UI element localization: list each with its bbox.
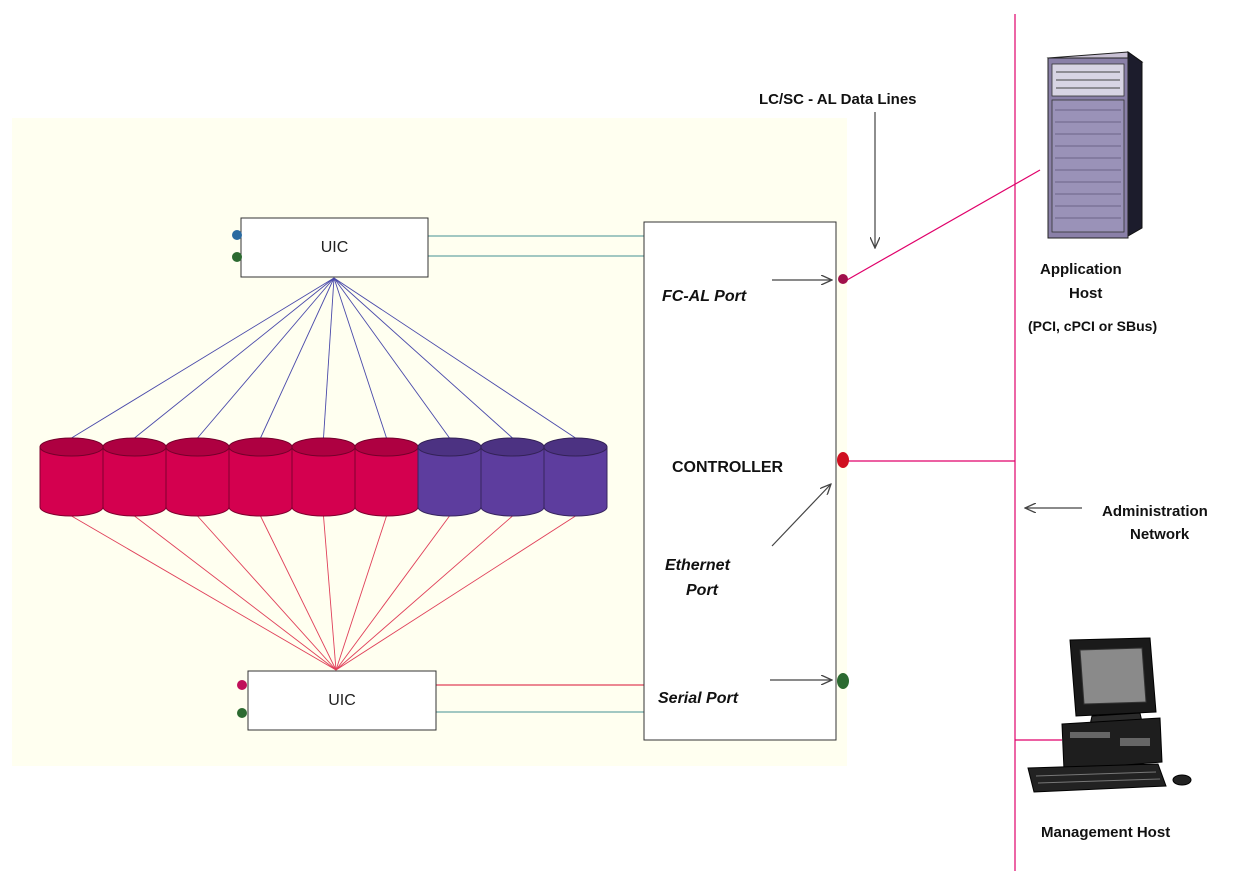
ethernet-arrow — [771, 484, 831, 547]
workstation-icon — [1027, 637, 1192, 793]
uic-top-label: UIC — [320, 239, 349, 256]
controller-label: CONTROLLER — [672, 459, 784, 476]
uic-bottom-port-pink — [237, 680, 247, 690]
bottom-fanout-line — [71, 515, 337, 671]
bottom-fanout-line — [323, 515, 337, 671]
bottom-fanout-line — [260, 515, 337, 671]
disk-array — [39, 437, 608, 517]
disk-drive — [165, 437, 230, 517]
bottom-fanout-lines — [71, 515, 576, 671]
uic-bottom-box — [247, 670, 437, 731]
top-fanout-line — [323, 277, 335, 439]
disk-drive — [480, 437, 545, 517]
top-fanout-line — [197, 277, 335, 439]
serial-port-label: Serial Port — [658, 690, 739, 707]
server-tower-icon — [1046, 51, 1144, 239]
bottom-fanout-line — [335, 515, 450, 671]
controller-box — [643, 221, 837, 741]
bottom-fanout-line — [335, 515, 576, 671]
top-fanout-line — [333, 277, 387, 439]
disk-drive — [354, 437, 419, 517]
uic-bottom-label: UIC — [328, 692, 356, 709]
uic-bottom-port-green — [237, 708, 247, 718]
bottom-fanout-line — [134, 515, 337, 671]
disk-drive — [543, 437, 608, 517]
app-host-bus-label: (PCI, cPCI or SBus) — [1028, 318, 1158, 334]
top-fanout-line — [134, 277, 335, 439]
bottom-fanout-line — [197, 515, 337, 671]
disk-drive — [39, 437, 104, 517]
ethernet-port-label-line1: Ethernet — [665, 557, 730, 574]
bottom-fanout-line — [335, 515, 387, 671]
uic-top-box — [240, 217, 429, 278]
admin-network-label-line1: Administration — [1102, 503, 1208, 520]
uic-top-port-green — [232, 252, 242, 262]
app-host-label-line1: Application — [1040, 261, 1122, 278]
top-fanout-line — [333, 277, 513, 439]
app-host-link — [846, 169, 1041, 281]
disk-drive — [228, 437, 293, 517]
fc-al-port-dot — [838, 274, 848, 284]
app-host-label-line2: Host — [1069, 285, 1103, 302]
bottom-fanout-line — [335, 515, 513, 671]
disk-drive — [417, 437, 482, 517]
top-fanout-line — [333, 277, 450, 439]
admin-network-label-line2: Network — [1130, 526, 1190, 543]
disk-drive — [102, 437, 167, 517]
serial-port-dot — [837, 673, 849, 689]
data-lines-label: LC/SC - AL Data Lines — [759, 91, 917, 108]
ethernet-port-label-line2: Port — [686, 582, 718, 599]
management-host-label: Management Host — [1041, 824, 1171, 841]
disk-drive — [291, 437, 356, 517]
top-fanout-line — [71, 277, 335, 439]
ethernet-port-dot — [837, 452, 849, 468]
top-fanout-lines — [71, 277, 576, 439]
uic-top-port-blue — [232, 230, 242, 240]
top-fanout-line — [333, 277, 576, 439]
top-fanout-line — [260, 277, 335, 439]
fc-al-port-label: FC-AL Port — [662, 288, 747, 305]
